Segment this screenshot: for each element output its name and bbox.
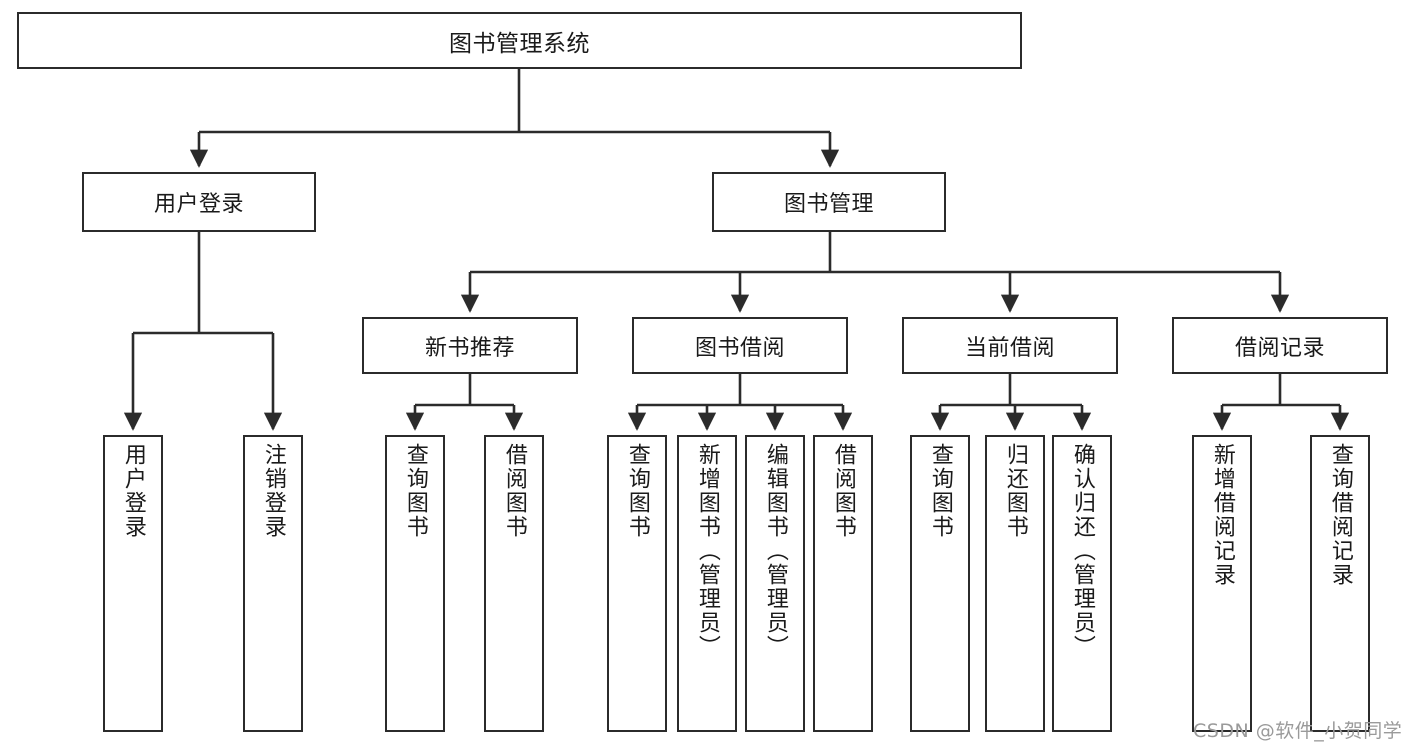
node-add-book-admin[interactable]: 新增图书（管理员）: [677, 435, 737, 732]
node-borrow-book-borrow-label: 借阅图书: [830, 443, 856, 539]
node-edit-book-admin-label: 编辑图书（管理员）: [762, 443, 788, 659]
node-root[interactable]: 图书管理系统: [17, 12, 1022, 69]
node-logout-action[interactable]: 注销登录: [243, 435, 303, 732]
node-root-label: 图书管理系统: [449, 30, 590, 57]
csdn-watermark: CSDN @软件_小贺同学: [1193, 720, 1403, 742]
node-user-login-action-label: 用户登录: [120, 443, 146, 539]
node-book-borrow-label: 图书借阅: [694, 335, 785, 361]
node-user-login-label: 用户登录: [153, 192, 244, 217]
node-confirm-return-admin-label: 确认归还（管理员）: [1069, 443, 1095, 659]
node-query-book-recommend[interactable]: 查询图书: [385, 435, 445, 732]
node-return-book-label: 归还图书: [1002, 443, 1028, 539]
node-borrow-record[interactable]: 借阅记录: [1172, 317, 1388, 374]
node-borrow-book-borrow[interactable]: 借阅图书: [813, 435, 873, 732]
node-query-book-borrow-label: 查询图书: [624, 443, 650, 539]
node-borrow-book-recommend-label: 借阅图书: [501, 443, 527, 539]
node-query-book-recommend-label: 查询图书: [402, 443, 428, 539]
node-book-management-label: 图书管理: [783, 192, 874, 217]
node-logout-action-label: 注销登录: [260, 443, 286, 539]
node-new-book-recommend[interactable]: 新书推荐: [362, 317, 578, 374]
node-query-book-borrow[interactable]: 查询图书: [607, 435, 667, 732]
node-edit-book-admin[interactable]: 编辑图书（管理员）: [745, 435, 805, 732]
node-add-borrow-record-label: 新增借阅记录: [1209, 443, 1235, 587]
node-confirm-return-admin[interactable]: 确认归还（管理员）: [1052, 435, 1112, 732]
node-new-book-recommend-label: 新书推荐: [424, 335, 515, 361]
node-query-borrow-record[interactable]: 查询借阅记录: [1310, 435, 1370, 732]
node-query-book-current[interactable]: 查询图书: [910, 435, 970, 732]
node-query-book-current-label: 查询图书: [927, 443, 953, 539]
node-book-borrow[interactable]: 图书借阅: [632, 317, 848, 374]
node-return-book[interactable]: 归还图书: [985, 435, 1045, 732]
node-book-management[interactable]: 图书管理: [712, 172, 946, 232]
node-add-borrow-record[interactable]: 新增借阅记录: [1192, 435, 1252, 732]
node-add-book-admin-label: 新增图书（管理员）: [694, 443, 720, 659]
node-user-login-action[interactable]: 用户登录: [103, 435, 163, 732]
node-borrow-record-label: 借阅记录: [1234, 335, 1325, 361]
node-current-borrow-label: 当前借阅: [964, 335, 1055, 361]
node-current-borrow[interactable]: 当前借阅: [902, 317, 1118, 374]
node-borrow-book-recommend[interactable]: 借阅图书: [484, 435, 544, 732]
node-query-borrow-record-label: 查询借阅记录: [1327, 443, 1353, 587]
node-user-login[interactable]: 用户登录: [82, 172, 316, 232]
